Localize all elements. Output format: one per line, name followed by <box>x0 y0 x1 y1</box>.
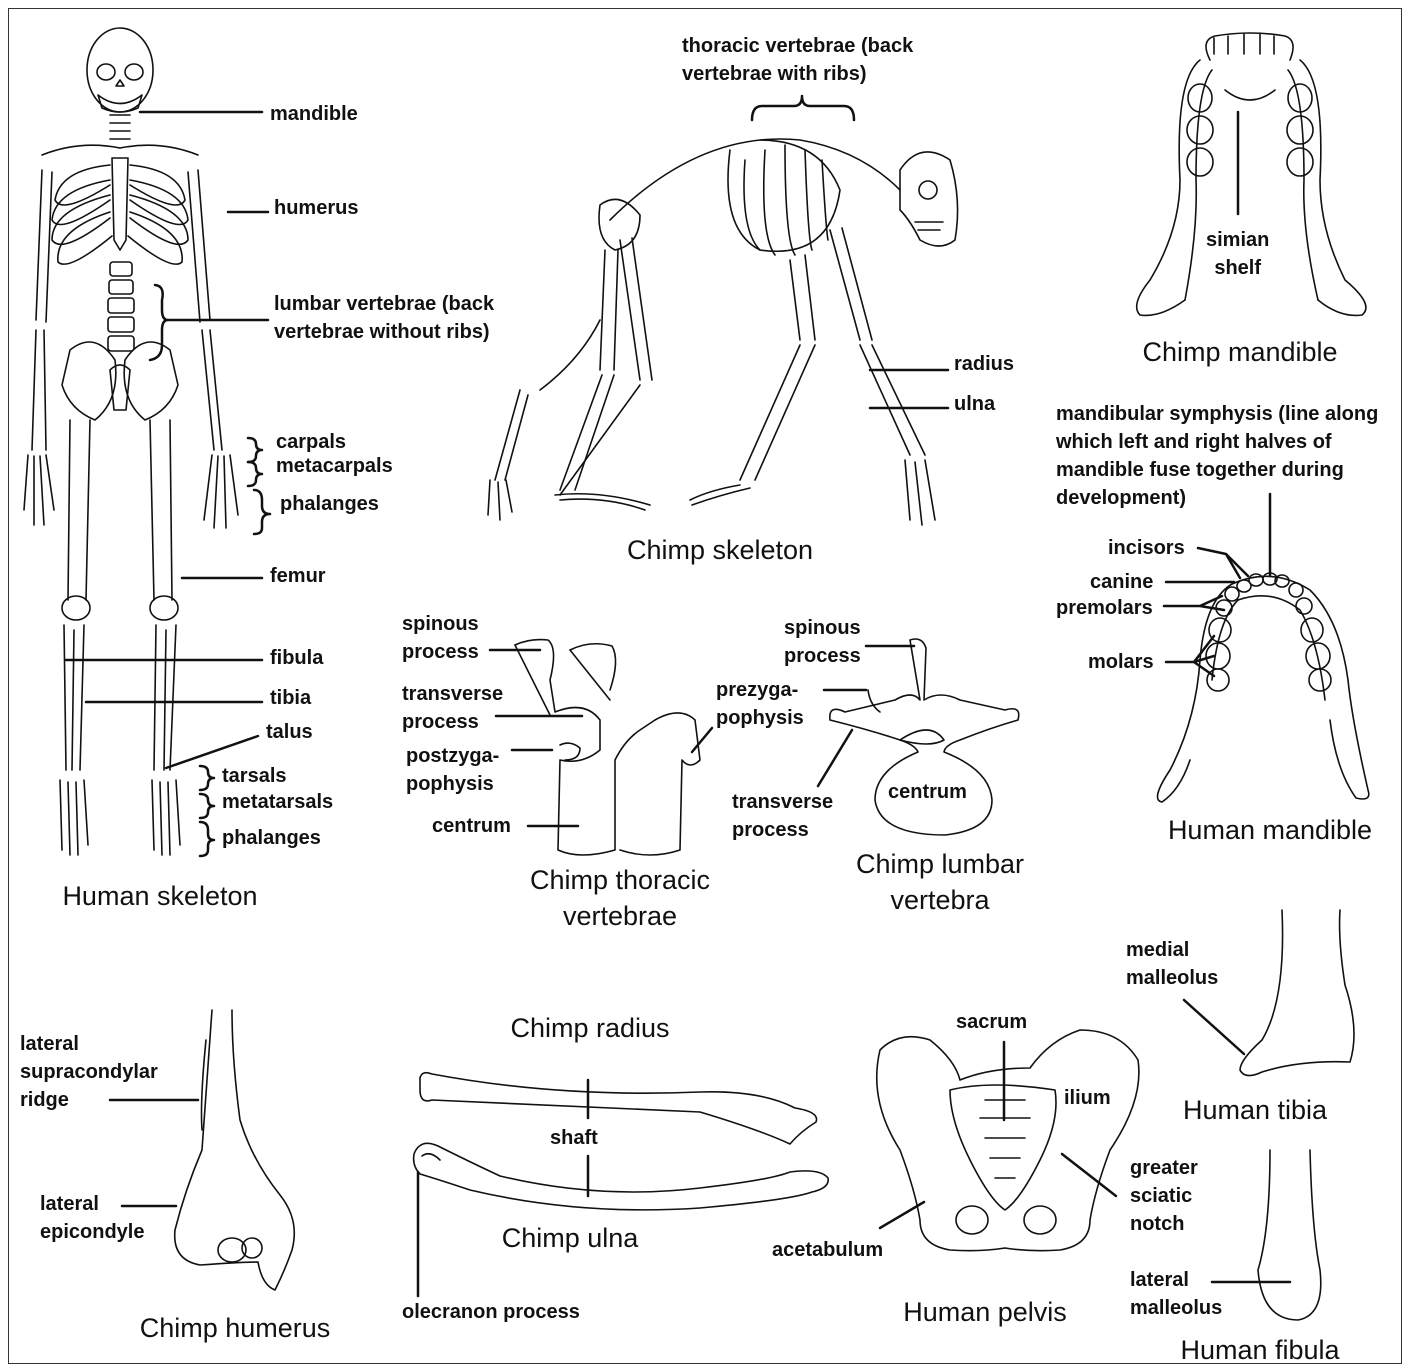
label-femur: femur <box>270 562 326 590</box>
chimp-skeleton-leaders <box>752 96 948 408</box>
title-human-mandible: Human mandible <box>1140 812 1400 848</box>
label-humerus: humerus <box>274 194 358 222</box>
title-human-pelvis: Human pelvis <box>880 1294 1090 1330</box>
label-centrum-lumbar: centrum <box>888 778 967 806</box>
label-transverse-process-lumbar: transverse process <box>732 788 833 844</box>
label-phalanges-hand: phalanges <box>280 490 379 518</box>
label-premolars: premolars <box>1056 594 1153 622</box>
label-tibia: tibia <box>270 684 311 712</box>
label-lateral-malleolus: lateral malleolus <box>1130 1266 1222 1322</box>
label-phalanges-foot: phalanges <box>222 824 321 852</box>
title-chimp-skeleton: Chimp skeleton <box>600 532 840 568</box>
label-mandible: mandible <box>270 100 358 128</box>
label-medial-malleolus: medial malleolus <box>1126 936 1218 992</box>
chimp-thoracic-drawing <box>515 640 700 855</box>
title-chimp-humerus: Chimp humerus <box>110 1310 360 1346</box>
label-centrum-thoracic: centrum <box>432 812 511 840</box>
label-prezygapophysis: prezyga- pophysis <box>716 676 804 732</box>
label-molars: molars <box>1088 648 1154 676</box>
chimp-humerus-drawing <box>175 1010 295 1290</box>
label-tarsals: tarsals <box>222 762 287 790</box>
title-human-tibia: Human tibia <box>1160 1092 1350 1128</box>
label-transverse-process-thoracic: transverse process <box>402 680 503 736</box>
label-radius: radius <box>954 350 1014 378</box>
title-human-skeleton: Human skeleton <box>40 878 280 914</box>
label-thoracic-vertebrae: thoracic vertebrae (back vertebrae with … <box>682 32 913 88</box>
human-fibula-drawing <box>1258 1150 1321 1320</box>
label-lateral-epicondyle: lateral epicondyle <box>40 1190 144 1246</box>
label-lumbar-vertebrae: lumbar vertebrae (back vertebrae without… <box>274 290 494 346</box>
title-chimp-mandible: Chimp mandible <box>1110 334 1370 370</box>
label-ulna: ulna <box>954 390 995 418</box>
label-incisors: incisors <box>1108 534 1185 562</box>
title-chimp-thoracic: Chimp thoracic vertebrae <box>500 862 740 934</box>
label-sacrum: sacrum <box>956 1008 1027 1036</box>
label-spinous-process-thoracic: spinous process <box>402 610 479 666</box>
label-greater-sciatic-notch: greater sciatic notch <box>1130 1154 1198 1238</box>
label-shaft: shaft <box>550 1124 598 1152</box>
title-chimp-ulna: Chimp ulna <box>470 1220 670 1256</box>
chimp-thoracic-leaders <box>490 650 712 826</box>
title-chimp-lumbar: Chimp lumbar vertebra <box>830 846 1050 918</box>
chimp-skeleton-drawing <box>488 139 958 525</box>
label-lateral-supracondylar-ridge: lateral supracondylar ridge <box>20 1030 158 1114</box>
chimp-ulna-drawing <box>414 1143 829 1210</box>
label-spinous-process-lumbar: spinous process <box>784 614 861 670</box>
label-ilium: ilium <box>1064 1084 1111 1112</box>
chimp-radius-drawing <box>420 1073 817 1144</box>
label-postzygapophysis: postzyga- pophysis <box>406 742 499 798</box>
label-metacarpals: metacarpals <box>276 452 393 480</box>
label-talus: talus <box>266 718 313 746</box>
label-canine: canine <box>1090 568 1153 596</box>
label-fibula: fibula <box>270 644 323 672</box>
human-skeleton-leaders <box>66 112 270 856</box>
label-simian-shelf: simian shelf <box>1206 226 1269 282</box>
label-metatarsals: metatarsals <box>222 788 333 816</box>
label-acetabulum: acetabulum <box>772 1236 883 1264</box>
human-pelvis-drawing <box>877 1030 1139 1251</box>
label-mandibular-symphysis: mandibular symphysis (line along which l… <box>1056 400 1378 512</box>
human-tibia-leaders <box>1184 1000 1244 1054</box>
human-mandible-drawing <box>1158 573 1369 802</box>
title-human-fibula: Human fibula <box>1160 1332 1360 1368</box>
title-chimp-radius: Chimp radius <box>480 1010 700 1046</box>
label-olecranon-process: olecranon process <box>402 1298 580 1326</box>
human-skeleton-drawing <box>24 28 238 855</box>
human-tibia-drawing <box>1240 910 1354 1076</box>
